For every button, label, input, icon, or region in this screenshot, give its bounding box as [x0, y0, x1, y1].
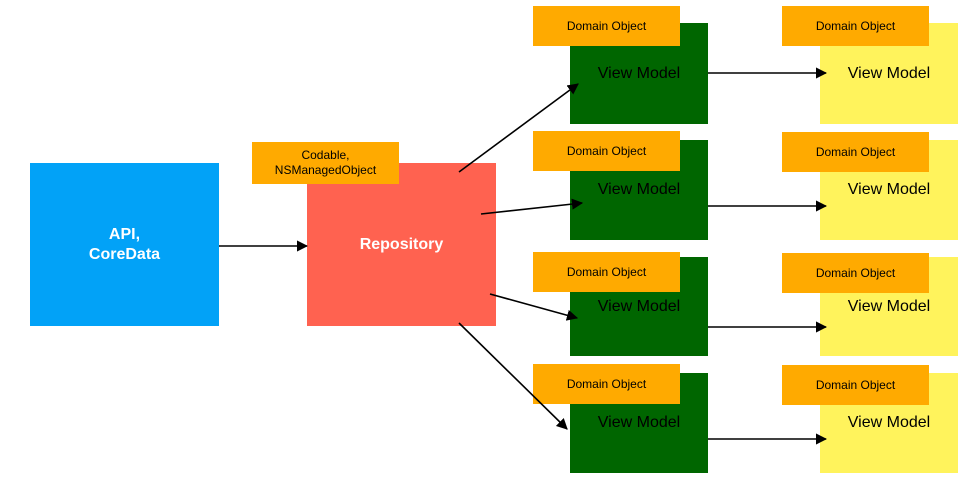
view-model-label: View Model	[847, 297, 931, 315]
domain-object-box: Domain Object	[782, 365, 929, 405]
domain-object-label: Domain Object	[815, 378, 896, 392]
domain-object-label: Domain Object	[815, 266, 896, 280]
arrow-repository-to-view-model-4	[458, 322, 568, 430]
view-model-label: View Model	[847, 181, 931, 198]
domain-object-box: Domain Object	[782, 132, 929, 172]
api-coredata-box: API, CoreData	[30, 163, 219, 326]
view-model-label: View Model	[847, 64, 931, 82]
domain-object-box: Domain Object	[533, 131, 680, 171]
domain-object-label: Domain Object	[815, 145, 896, 159]
domain-object-label: Domain Object	[566, 377, 647, 391]
domain-object-box: Domain Object	[533, 6, 680, 46]
domain-object-label: Domain Object	[566, 19, 647, 33]
domain-object-box: Domain Object	[533, 364, 680, 404]
repository-types-box: Codable, NSManagedObject	[252, 142, 399, 184]
view-model-label: View Model	[597, 181, 681, 198]
domain-object-box: Domain Object	[782, 253, 929, 293]
repository-types-label: Codable, NSManagedObject	[274, 148, 377, 177]
domain-object-box: Domain Object	[533, 252, 680, 292]
view-model-label: View Model	[597, 64, 681, 82]
arrow-repository-to-view-model-1	[458, 83, 579, 173]
repository-label: Repository	[359, 235, 444, 253]
arrow-repository-to-view-model-3	[489, 293, 579, 321]
view-model-label: View Model	[597, 414, 681, 431]
view-model-label: View Model	[597, 297, 681, 315]
domain-object-label: Domain Object	[815, 19, 896, 33]
domain-object-label: Domain Object	[566, 144, 647, 158]
domain-object-box: Domain Object	[782, 6, 929, 46]
api-coredata-label: API, CoreData	[88, 225, 161, 263]
view-model-label: View Model	[847, 414, 931, 431]
domain-object-label: Domain Object	[566, 265, 647, 279]
arrow-repository-to-view-model-2	[480, 198, 584, 215]
repository-box: Repository	[307, 163, 496, 326]
